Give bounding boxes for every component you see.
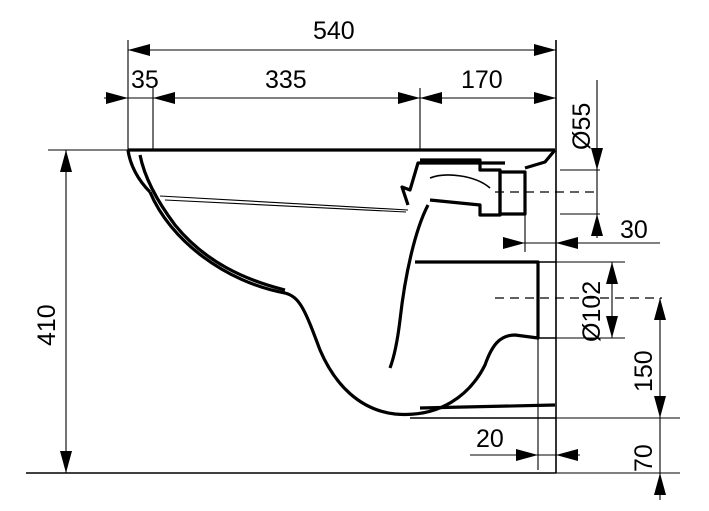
waste-height-dimension: 150: [418, 298, 680, 419]
dim-total-height: 410: [33, 304, 61, 346]
top-dimensions: 540 35 335 170: [104, 17, 556, 150]
waste-diameter-dimension: Ø102: [540, 261, 625, 342]
rim-front-lip: [126, 149, 152, 194]
waste-setback-dimension: 20: [470, 338, 580, 470]
dim-outlet-diameter: Ø55: [568, 103, 596, 150]
dim-inlet-setback: 30: [620, 216, 648, 244]
dim-rear-section: 170: [461, 66, 503, 94]
height-dimension: 410: [33, 149, 128, 473]
toilet-profile: [126, 148, 557, 419]
rear-body-upper: [524, 148, 557, 170]
base-height-dimension: 70: [556, 418, 680, 500]
inlet-curve: [429, 174, 491, 189]
inlet-setback-dimension: 30: [503, 215, 660, 252]
water-line-2: [164, 199, 407, 213]
inlet-connector: [420, 158, 502, 217]
dim-waste-center-height: 150: [630, 350, 658, 392]
bowl-outer-contour: [148, 191, 540, 417]
dim-rim-offset: 35: [131, 66, 159, 94]
dim-bowl-length: 335: [265, 66, 307, 94]
trapway: [388, 204, 430, 369]
trapway-inner: [400, 161, 505, 206]
reference-lines: [26, 40, 557, 474]
foot-outline: [419, 403, 556, 410]
center-lines: [495, 191, 662, 299]
dim-waste-setback: 20: [476, 425, 504, 453]
inlet-spud: [498, 170, 527, 216]
dim-base-height: 70: [630, 444, 658, 472]
inlet-diameter-dimension: Ø55: [560, 80, 603, 238]
dim-overall-depth: 540: [313, 17, 355, 45]
bowl-inner-contour: [138, 154, 286, 292]
water-line: [159, 195, 409, 211]
dim-waste-diameter: Ø102: [578, 281, 606, 342]
